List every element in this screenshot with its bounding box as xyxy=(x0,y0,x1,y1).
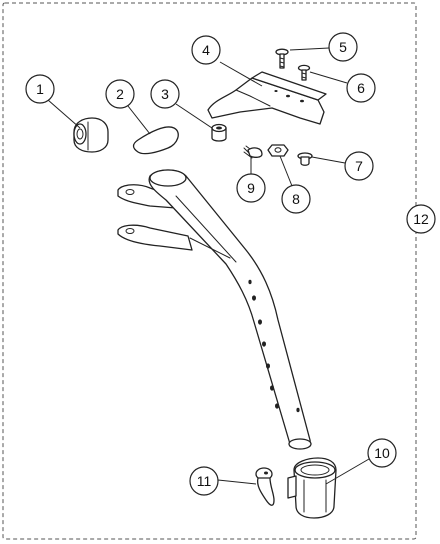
part-10-clamp-collar xyxy=(287,457,337,519)
callout-12: 12 xyxy=(406,204,436,234)
part-4-bracket xyxy=(207,71,327,125)
callout-11-label: 11 xyxy=(197,473,212,489)
callout-3: 3 xyxy=(150,79,180,109)
callout-4-label: 4 xyxy=(202,42,210,58)
callout-1: 1 xyxy=(25,74,55,104)
leader-lines xyxy=(47,47,370,485)
callout-9: 9 xyxy=(236,173,266,203)
callout-4: 4 xyxy=(191,35,221,65)
callout-8-label: 8 xyxy=(292,191,300,207)
part-5-screw xyxy=(275,48,289,69)
callout-3-label: 3 xyxy=(161,86,169,102)
part-8-nut xyxy=(267,144,289,157)
callout-6-label: 6 xyxy=(357,80,365,96)
callout-9-label: 9 xyxy=(247,180,255,196)
assembly-boundary xyxy=(2,2,417,540)
callout-2-label: 2 xyxy=(116,86,124,102)
callout-7-label: 7 xyxy=(355,158,363,174)
part-3-spacer xyxy=(211,123,227,142)
callout-2: 2 xyxy=(105,79,135,109)
part-1-bumper xyxy=(73,117,109,153)
part-11-cam-lever xyxy=(255,467,275,506)
callout-11: 11 xyxy=(189,466,219,496)
callout-7: 7 xyxy=(344,151,374,181)
callout-1-label: 1 xyxy=(36,81,44,97)
part-9-spring-clip xyxy=(243,145,263,159)
callout-10: 10 xyxy=(367,438,397,468)
callout-8: 8 xyxy=(281,184,311,214)
part-6-screw xyxy=(297,64,311,81)
callout-5: 5 xyxy=(328,32,358,62)
part-2-grip-pad xyxy=(132,126,179,155)
callout-12-label: 12 xyxy=(413,211,429,227)
part-7-rivet xyxy=(297,152,313,166)
callout-10-label: 10 xyxy=(374,445,390,461)
main-tube xyxy=(117,169,312,450)
callout-6: 6 xyxy=(346,73,376,103)
callout-5-label: 5 xyxy=(339,39,347,55)
